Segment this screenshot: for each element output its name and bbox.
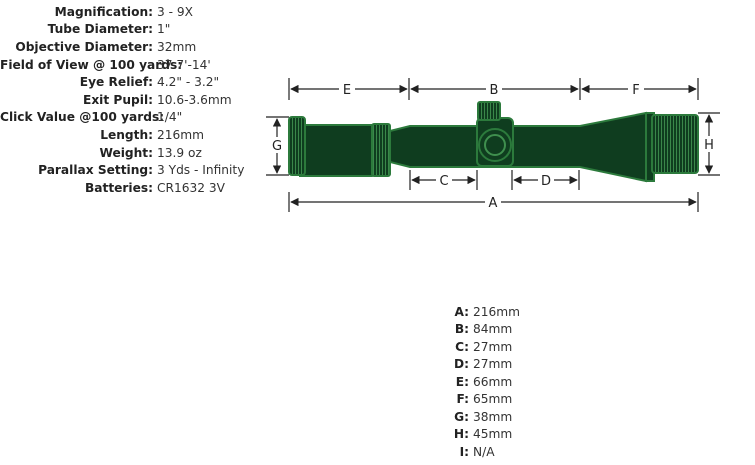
spec-label: Tube Diameter: bbox=[47, 22, 153, 37]
spec-row: Weight: 13.9 oz bbox=[0, 144, 270, 162]
dimension-key: A: bbox=[454, 304, 469, 319]
spec-label: Batteries: bbox=[84, 180, 153, 195]
dimension-value: 65mm bbox=[473, 392, 513, 407]
spec-label: Click Value @100 yards: bbox=[0, 110, 165, 125]
dimension-row: D: 27mm bbox=[440, 356, 560, 374]
dimension-key: G: bbox=[454, 409, 469, 424]
spec-value: 4.2" - 3.2" bbox=[157, 75, 220, 90]
label-f: F bbox=[632, 83, 639, 98]
dimension-key: B: bbox=[454, 322, 469, 337]
spec-value: 216mm bbox=[157, 127, 205, 142]
dimension-row: A: 216mm bbox=[440, 303, 560, 321]
objective-ring bbox=[651, 114, 699, 174]
power-ring bbox=[371, 123, 391, 177]
spec-label: Field of View @ 100 yards: bbox=[0, 57, 183, 72]
dimension-key: D: bbox=[454, 357, 469, 372]
dimension-value: 38mm bbox=[473, 409, 513, 424]
eyepiece-ring bbox=[288, 116, 306, 176]
spec-row: Magnification: 3 - 9X bbox=[0, 3, 270, 21]
label-a: A bbox=[489, 196, 498, 211]
spec-value: 3 Yds - Infinity bbox=[157, 163, 245, 178]
dimension-row: C: 27mm bbox=[440, 338, 560, 356]
spec-label: Length: bbox=[100, 127, 153, 142]
elevation-turret bbox=[477, 101, 501, 121]
dimension-table: A: 216mm B: 84mm C: 27mm D: 27mm E: 66mm F: 65… bbox=[440, 303, 560, 461]
dimension-key: E: bbox=[455, 374, 469, 389]
dimension-row: G: 38mm bbox=[440, 408, 560, 426]
dimension-row: B: 84mm bbox=[440, 321, 560, 339]
dimension-row: F: 65mm bbox=[440, 391, 560, 409]
dimension-row: H: 45mm bbox=[440, 426, 560, 444]
dimension-key: I: bbox=[459, 444, 469, 459]
spec-value: 3 - 9X bbox=[157, 4, 194, 19]
spec-row: Eye Relief: 4.2" - 3.2" bbox=[0, 73, 270, 91]
spec-value: 32mm bbox=[157, 39, 197, 54]
spec-label: Exit Pupil: bbox=[83, 92, 153, 107]
spec-label: Magnification: bbox=[54, 4, 153, 19]
label-h: H bbox=[704, 138, 714, 153]
label-b: B bbox=[490, 83, 499, 98]
dimension-value: 27mm bbox=[473, 339, 513, 354]
dimension-value: 45mm bbox=[473, 427, 513, 442]
spec-row: Parallax Setting: 3 Yds - Infinity bbox=[0, 161, 270, 179]
spec-row: Tube Diameter: 1" bbox=[0, 21, 270, 39]
main-tube bbox=[389, 111, 647, 183]
spec-row: Objective Diameter: 32mm bbox=[0, 38, 270, 56]
scope-dimension-diagram: E B F C D A G H bbox=[266, 78, 720, 212]
spec-value: 1" bbox=[157, 22, 171, 37]
dimension-key: H: bbox=[453, 427, 469, 442]
spec-row: Field of View @ 100 yards:37.7'-14' bbox=[0, 56, 270, 74]
windage-cap bbox=[484, 134, 506, 156]
spec-row: Click Value @100 yards:1/4" bbox=[0, 109, 270, 127]
dimension-value: 27mm bbox=[473, 357, 513, 372]
dimension-letters: E B F C D A G H bbox=[270, 81, 716, 211]
riflescope-body bbox=[288, 101, 699, 183]
spec-label: Objective Diameter: bbox=[15, 39, 153, 54]
dimension-value: N/A bbox=[473, 444, 495, 459]
dimension-value: 84mm bbox=[473, 322, 513, 337]
spec-row: Batteries: CR1632 3V bbox=[0, 179, 270, 197]
spec-label: Eye Relief: bbox=[79, 75, 153, 90]
spec-table: Magnification: 3 - 9X Tube Diameter: 1" Ob… bbox=[0, 3, 270, 197]
spec-value: 13.9 oz bbox=[157, 145, 202, 160]
dimension-value: 66mm bbox=[473, 374, 513, 389]
label-e: E bbox=[343, 83, 351, 98]
dimension-row: E: 66mm bbox=[440, 373, 560, 391]
dimension-row: I: N/A bbox=[440, 443, 560, 461]
spec-row: Length: 216mm bbox=[0, 126, 270, 144]
label-d: D bbox=[541, 174, 551, 189]
label-g: G bbox=[272, 139, 282, 154]
spec-label: Parallax Setting: bbox=[38, 163, 153, 178]
spec-value: 37.7'-14' bbox=[157, 57, 211, 72]
spec-row: Exit Pupil: 10.6-3.6mm bbox=[0, 91, 270, 109]
spec-label: Weight: bbox=[99, 145, 153, 160]
label-c: C bbox=[439, 174, 448, 189]
spec-value: 1/4" bbox=[157, 110, 183, 125]
spec-value: CR1632 3V bbox=[157, 180, 225, 195]
spec-value: 10.6-3.6mm bbox=[157, 92, 232, 107]
dimension-key: C: bbox=[455, 339, 469, 354]
dimension-value: 216mm bbox=[473, 304, 521, 319]
dimension-key: F: bbox=[456, 392, 469, 407]
